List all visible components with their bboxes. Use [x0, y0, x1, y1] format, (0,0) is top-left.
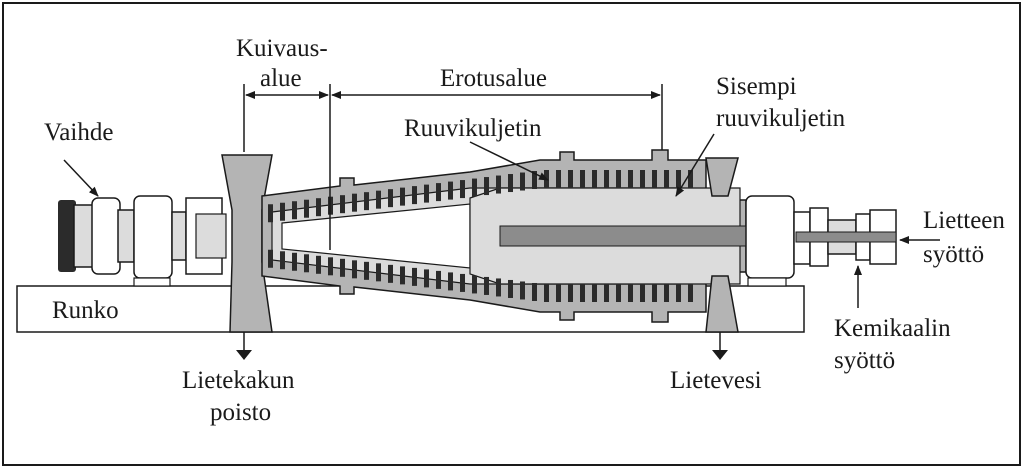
label-kemikaalin-2: syöttö [834, 347, 895, 374]
label-lietekakun-2: poisto [210, 399, 271, 426]
screw-flight [352, 193, 357, 212]
screw-flight [628, 284, 633, 302]
screw-flight [316, 255, 321, 274]
screw-flight [688, 170, 693, 188]
solids-discharge-casing [221, 154, 273, 333]
screw-flight [400, 266, 405, 285]
label-sisempi-1: Sisempi [716, 73, 797, 100]
screw-flight [280, 251, 285, 270]
label-kuivausalue-1: Kuivaus- [236, 35, 328, 62]
screw-flight [376, 263, 381, 282]
screw-flight [556, 284, 561, 302]
label-erotusalue: Erotusalue [440, 65, 547, 92]
screw-flight [340, 258, 345, 277]
leader-arrows [63, 133, 940, 360]
screw-flight [688, 284, 693, 302]
screw-flight [664, 170, 669, 188]
screw-flight [316, 198, 321, 217]
label-kemikaalin-1: Kemikaalin [834, 315, 951, 342]
screw-flight [436, 183, 441, 202]
liquid-discharge-casing [705, 157, 739, 197]
screw-flight [520, 172, 525, 191]
label-lietteen-1: Lietteen [923, 207, 1005, 234]
screw-flight [388, 264, 393, 283]
screw-flight [376, 190, 381, 209]
screw-flight [460, 273, 465, 292]
screw-flight [292, 201, 297, 220]
screw-flight [556, 170, 561, 188]
left-bearing-housing [195, 213, 227, 259]
label-sisempi-2: ruuvikuljetin [716, 105, 846, 132]
screw-flight [580, 284, 585, 302]
screw-flight [628, 170, 633, 188]
screw-flights-bottom [268, 249, 693, 302]
screw-flight [604, 170, 609, 188]
screw-flight [508, 174, 513, 193]
screw-flight [364, 261, 369, 280]
screw-flight [448, 181, 453, 200]
screw-flight [412, 186, 417, 205]
screw-flight [676, 284, 681, 302]
screw-flight [472, 275, 477, 294]
screw-flight [472, 178, 477, 197]
screw-flight [592, 284, 597, 302]
screw-flight [460, 180, 465, 199]
zone-dimensions [243, 84, 663, 250]
screw-flight [424, 184, 429, 203]
screw-flight [604, 284, 609, 302]
screw-flight [304, 254, 309, 273]
screw-flight [412, 267, 417, 286]
screw-flight [568, 284, 573, 302]
screw-flight [544, 284, 549, 302]
label-vaihde: Vaihde [44, 119, 113, 146]
screw-flight [292, 252, 297, 271]
screw-flight [568, 170, 573, 188]
screw-flight [328, 257, 333, 276]
label-lietekakun-1: Lietekakun [182, 367, 295, 394]
screw-flight [352, 260, 357, 279]
screw-flight [484, 276, 489, 295]
label-ruuvikuljetin: Ruuvikuljetin [404, 115, 542, 142]
liquid-discharge-casing-lower [705, 275, 739, 333]
screw-flight [616, 170, 621, 188]
screw-flight [388, 189, 393, 208]
screw-flight [436, 270, 441, 289]
label-lietteen-2: syöttö [923, 241, 984, 268]
screw-flight [268, 249, 273, 268]
screw-flight [364, 192, 369, 211]
screw-flight [664, 284, 669, 302]
screw-flight [496, 175, 501, 194]
screw-flight [592, 170, 597, 188]
screw-flight [508, 279, 513, 298]
screw-flight [532, 282, 537, 301]
screw-flight [520, 281, 525, 300]
label-kuivausalue-2: alue [260, 65, 302, 92]
screw-flight [640, 170, 645, 188]
feed-pipe-inner [499, 225, 749, 247]
screw-flight [652, 170, 657, 188]
screw-flight [640, 284, 645, 302]
label-runko: Runko [52, 297, 119, 324]
screw-flight [616, 284, 621, 302]
screw-flight [448, 272, 453, 291]
screw-flight [676, 170, 681, 188]
screw-flight [340, 195, 345, 214]
label-lietevesi: Lietevesi [670, 367, 762, 394]
screw-flight [280, 202, 285, 221]
screw-flight [424, 269, 429, 288]
screw-flight [484, 177, 489, 196]
feed-assembly [745, 195, 897, 287]
screw-flight [268, 204, 273, 223]
screw-flight [580, 170, 585, 188]
screw-flight [652, 284, 657, 302]
screw-flight [532, 171, 537, 190]
gearbox [58, 195, 223, 287]
screw-flights-top [268, 170, 693, 223]
screw-flight [400, 187, 405, 206]
screw-flight [304, 199, 309, 218]
screw-flight [496, 278, 501, 297]
